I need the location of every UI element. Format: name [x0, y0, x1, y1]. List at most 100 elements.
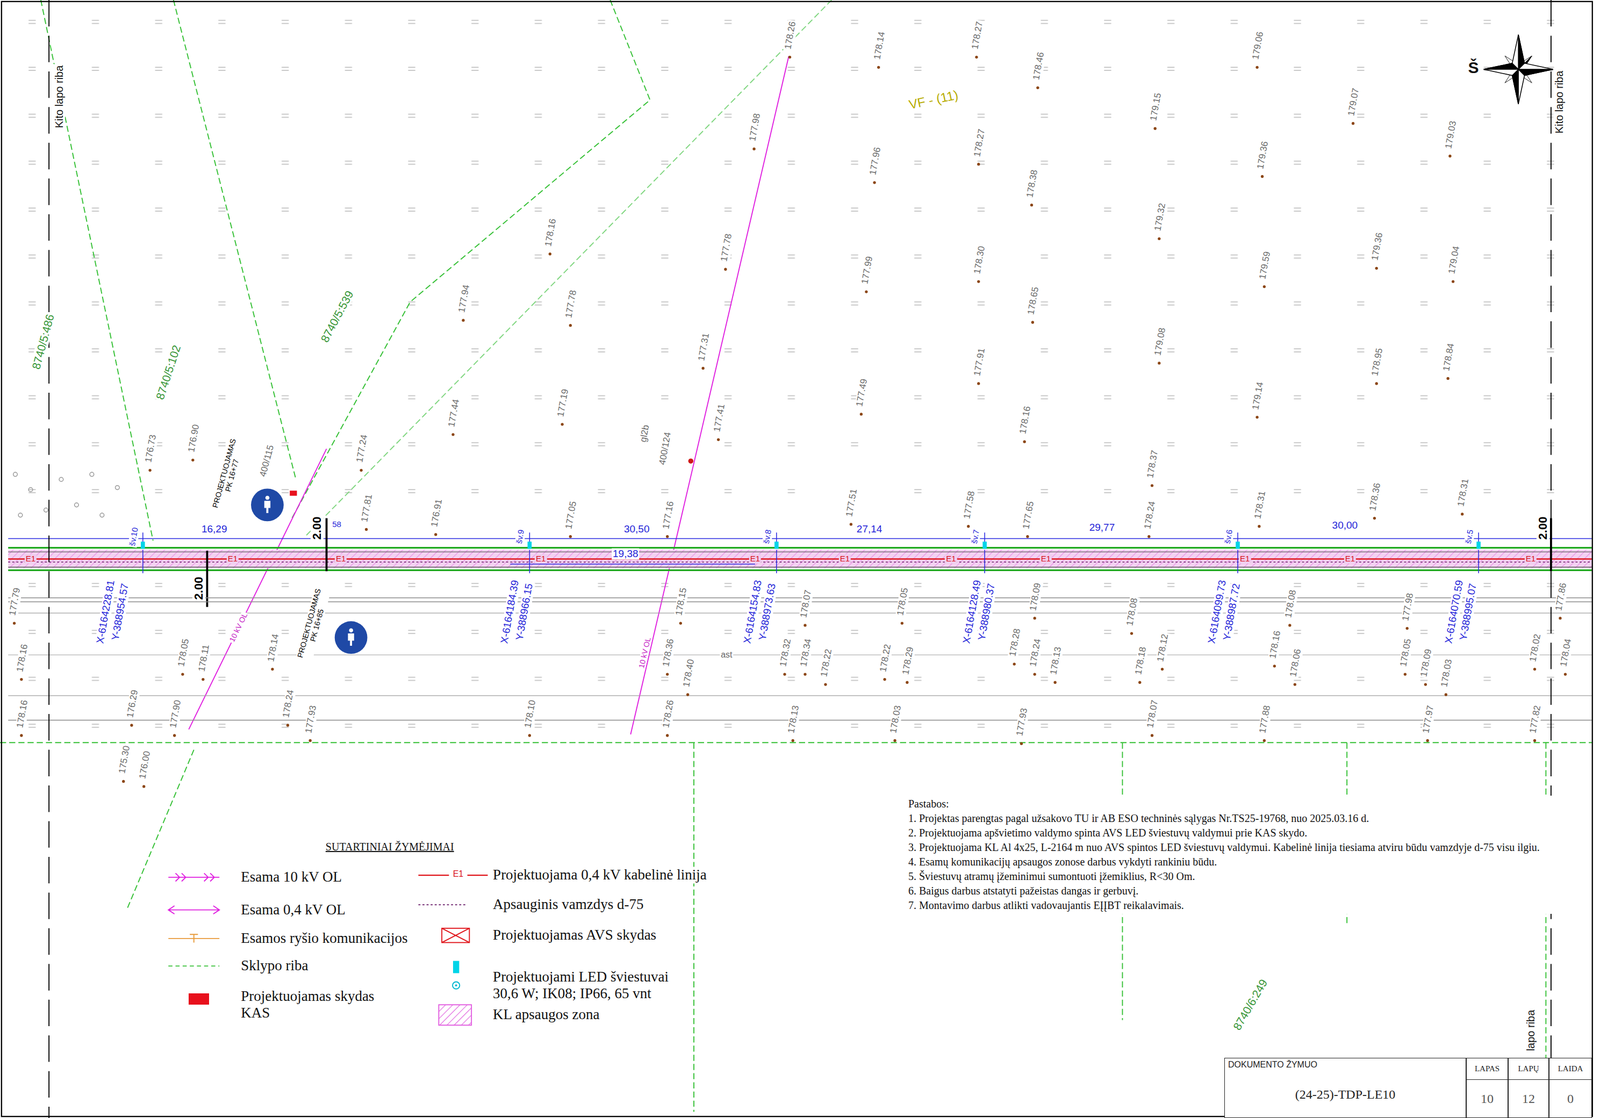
note-text: 1. Projektas parengtas pagal užsakovo TU… — [908, 811, 1554, 827]
spot-elevation-dot — [122, 780, 125, 784]
spot-elevation: 179.06 — [1250, 30, 1266, 62]
spot-elevation: 177.86 — [1553, 580, 1569, 613]
spot-elevation: 179.08 — [1152, 326, 1168, 358]
overhead-line-10kv — [630, 55, 789, 735]
spot-elevation: 178.09 — [1418, 647, 1434, 679]
spot-elevation: 178.18 — [1133, 645, 1149, 677]
spot-elevation-dot — [665, 672, 669, 676]
led-luminaire — [982, 541, 987, 549]
legend-samples — [438, 1005, 472, 1026]
spot-elevation: 179.03 — [1443, 118, 1459, 150]
note-text: 6. Baigus darbus atstatyti pažeistas dan… — [908, 884, 1554, 899]
spot-elevation: 176.00 — [137, 749, 153, 781]
led-luminaire — [774, 541, 779, 549]
legend-samples — [168, 965, 220, 967]
map-annotation: 400/115 — [257, 443, 277, 480]
picket-symbol — [347, 628, 354, 647]
spot-elevation-dot — [716, 438, 720, 442]
spot-elevation: 178.03 — [1439, 657, 1455, 690]
picket-symbol — [264, 496, 271, 514]
spot-elevation: 178.07 — [798, 588, 814, 620]
spot-elevation: 178.84 — [1441, 341, 1457, 373]
spot-elevation-dot — [783, 672, 786, 676]
spot-elevation: 178.29 — [900, 645, 916, 677]
tree-symbols — [13, 472, 18, 477]
note-text: 5. Šviestuvų atramų įžeminimui sumontuot… — [908, 869, 1554, 885]
pole-number: šv.10 — [127, 525, 140, 548]
road-corridor — [8, 548, 1592, 571]
cable-mark: E1 — [1039, 554, 1052, 564]
spot-elevation-dot — [1425, 739, 1429, 743]
spot-elevation: 178.30 — [972, 244, 988, 276]
spot-elevation: 177.65 — [1021, 499, 1037, 532]
led-luminaire — [527, 541, 533, 549]
spot-elevation-dot — [270, 668, 274, 671]
spot-elevation-dot — [977, 280, 980, 283]
spot-elevation-dot — [1558, 616, 1562, 620]
spot-elevation: 179.07 — [1346, 86, 1362, 118]
spot-elevation: 178.24 — [1142, 499, 1158, 532]
spot-elevation-dot — [1138, 681, 1142, 685]
spot-elevation-dot — [1030, 203, 1033, 207]
cable-mark: E1 — [451, 869, 465, 880]
spot-elevation: 177.94 — [456, 283, 472, 315]
parcel-boundary — [693, 742, 695, 1112]
spot-elevation: 178.08 — [1283, 588, 1299, 620]
picket-symbol — [334, 621, 368, 655]
spot-elevation: 177.24 — [354, 433, 370, 465]
spot-elevation: 178.10 — [522, 698, 538, 730]
distance-dimension: 27,14 — [855, 524, 884, 536]
spot-elevation-dot — [701, 367, 705, 370]
spot-elevation-dot — [569, 535, 572, 538]
spot-elevation-dot — [359, 469, 363, 472]
spot-elevation-dot — [1157, 361, 1161, 365]
legend-text: KL apsaugos zona — [491, 1007, 601, 1024]
north-arrow — [1483, 34, 1554, 105]
spot-elevation-dot — [148, 469, 152, 472]
spot-elevation-dot — [1375, 267, 1379, 270]
spot-elevation: 178.37 — [1145, 448, 1161, 480]
line-label: 10 kV OL — [636, 635, 653, 671]
legend-samples — [455, 984, 458, 987]
spot-elevation: 177.79 — [7, 586, 23, 618]
spot-elevation-dot — [977, 382, 980, 385]
spot-elevation: 178.11 — [196, 642, 212, 674]
parcel-boundary — [40, 0, 154, 541]
led-luminaire — [1235, 541, 1240, 549]
spot-elevation-dot — [864, 290, 868, 293]
spot-elevation-dot — [1147, 535, 1151, 538]
spot-elevation: 177.93 — [1014, 706, 1030, 738]
spot-elevation-dot — [1260, 175, 1264, 178]
spot-elevation: 178.05 — [176, 637, 192, 669]
spot-elevation: 177.96 — [867, 145, 884, 177]
spot-elevation: 177.93 — [303, 703, 319, 735]
spot-elevation-dot — [142, 785, 146, 788]
spot-elevation-dot — [1255, 66, 1259, 69]
legend-samples — [453, 961, 459, 974]
spot-elevation-dot — [752, 147, 756, 151]
parcel-number: 8740/5:102 — [153, 342, 184, 403]
spot-elevation-dot — [181, 672, 184, 676]
spot-elevation-dot — [19, 734, 23, 737]
spot-elevation: 178.32 — [778, 637, 794, 669]
spot-elevation: 179.32 — [1152, 201, 1168, 233]
spot-elevation-dot — [1375, 382, 1379, 385]
spot-elevation: 178.12 — [1155, 632, 1171, 664]
spot-elevation-dot — [665, 535, 669, 538]
dimension-line — [8, 538, 1592, 540]
spot-elevation: 178.36 — [1367, 481, 1383, 513]
spot-elevation-dot — [1351, 122, 1355, 125]
legend-text: Esamos ryšio komunikacijos — [239, 930, 409, 947]
spot-elevation-dot — [19, 678, 23, 681]
notes-block: Pastabos:1. Projektas parengtas pagal už… — [906, 795, 1556, 915]
title-block-cell: LAPAS10 — [1466, 1058, 1509, 1118]
existing-lines — [8, 613, 1592, 697]
led-luminaire — [140, 541, 146, 549]
kas-cabinet — [289, 490, 297, 496]
spot-elevation: 177.90 — [167, 698, 183, 730]
spot-elevation-dot — [877, 66, 880, 69]
spot-elevation-dot — [1403, 672, 1407, 676]
tree-symbols — [13, 472, 120, 518]
